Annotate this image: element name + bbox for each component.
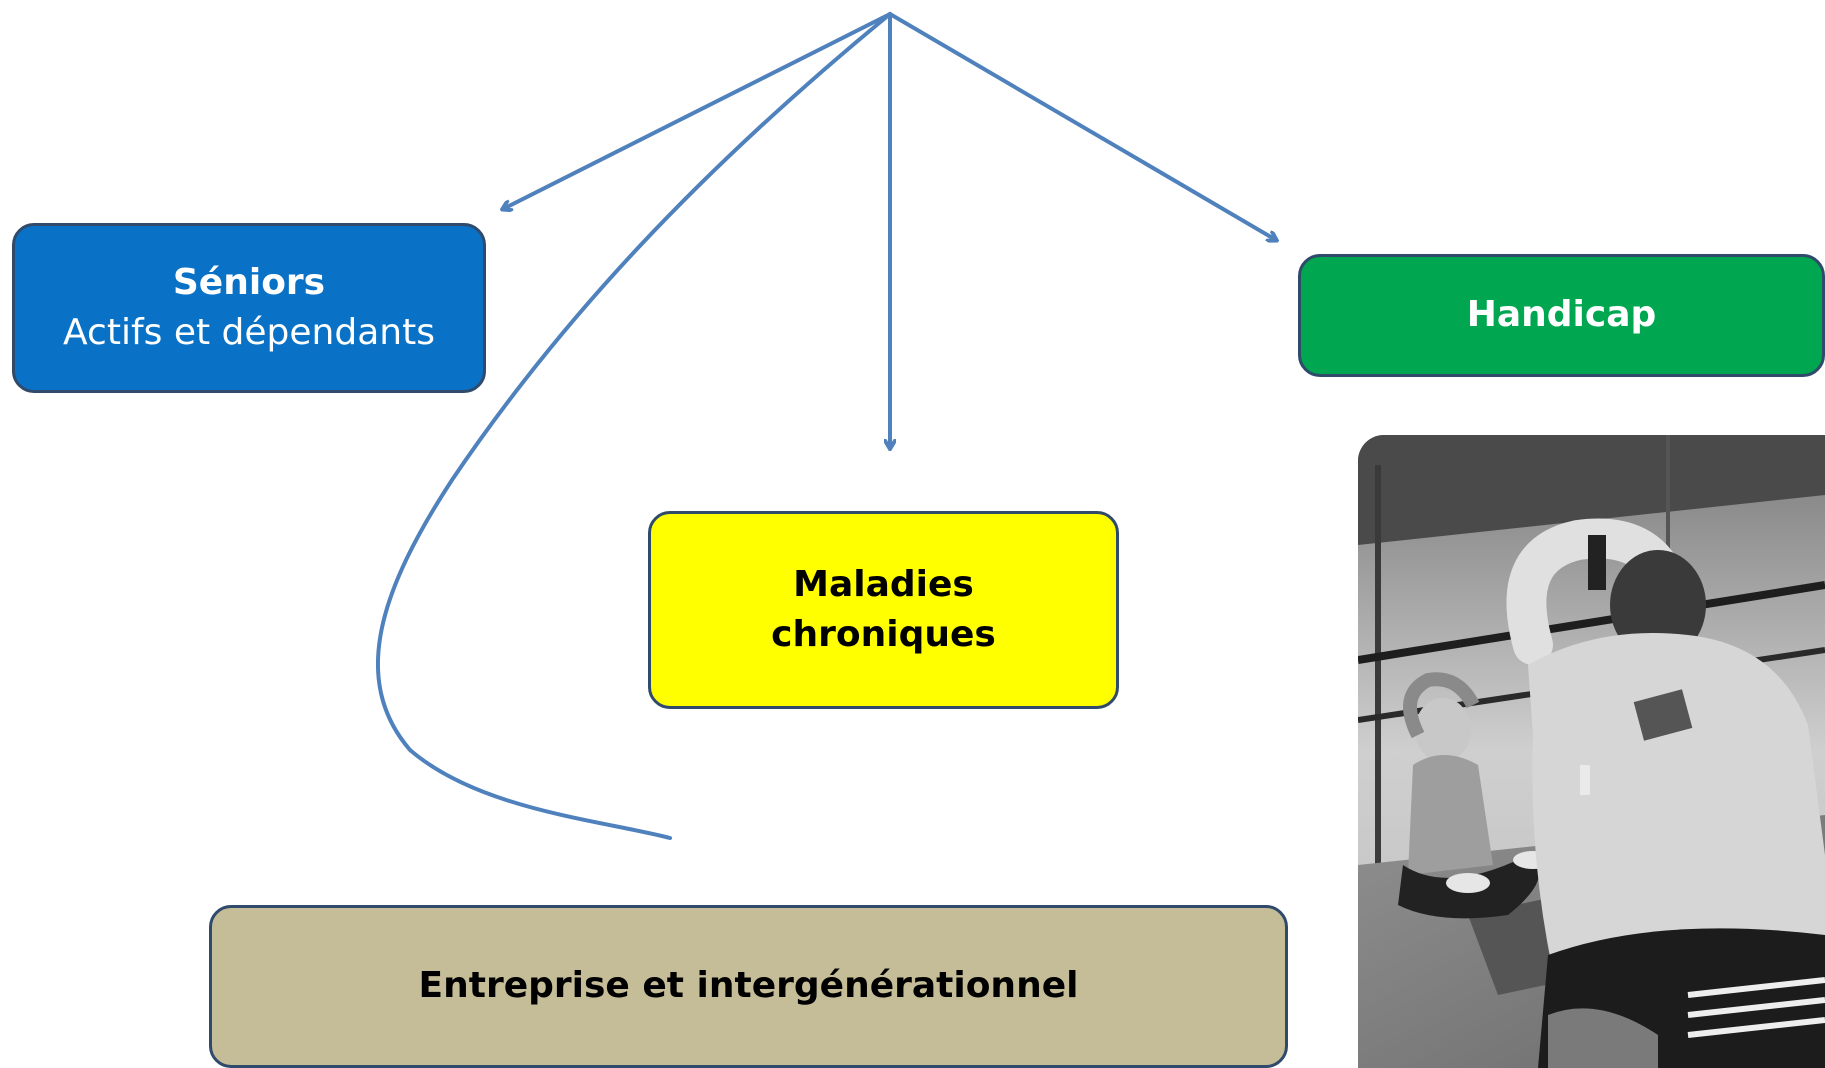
curve-to-entreprise: [376, 12, 892, 840]
seniors-subtitle: Actifs et dépendants: [63, 312, 435, 353]
seniors-title: Séniors: [172, 261, 326, 303]
maladies-title-line2: chroniques: [771, 614, 996, 655]
arrow-to-seniors: [503, 12, 892, 209]
entreprise-title: Entreprise et intergénérationnel: [418, 965, 1079, 1007]
exercise-photo: [1358, 435, 1825, 1068]
handicap-title: Handicap: [1466, 294, 1657, 336]
maladies-title-line1: Maladies: [793, 563, 974, 605]
arrow-to-handicap: [888, 12, 1276, 240]
entreprise-box: Entreprise et intergénérationnel: [209, 905, 1288, 1068]
seniors-box: Séniors Actifs et dépendants: [12, 223, 486, 393]
handicap-box: Handicap: [1298, 254, 1825, 377]
maladies-chroniques-box: Maladies chroniques: [648, 511, 1119, 709]
